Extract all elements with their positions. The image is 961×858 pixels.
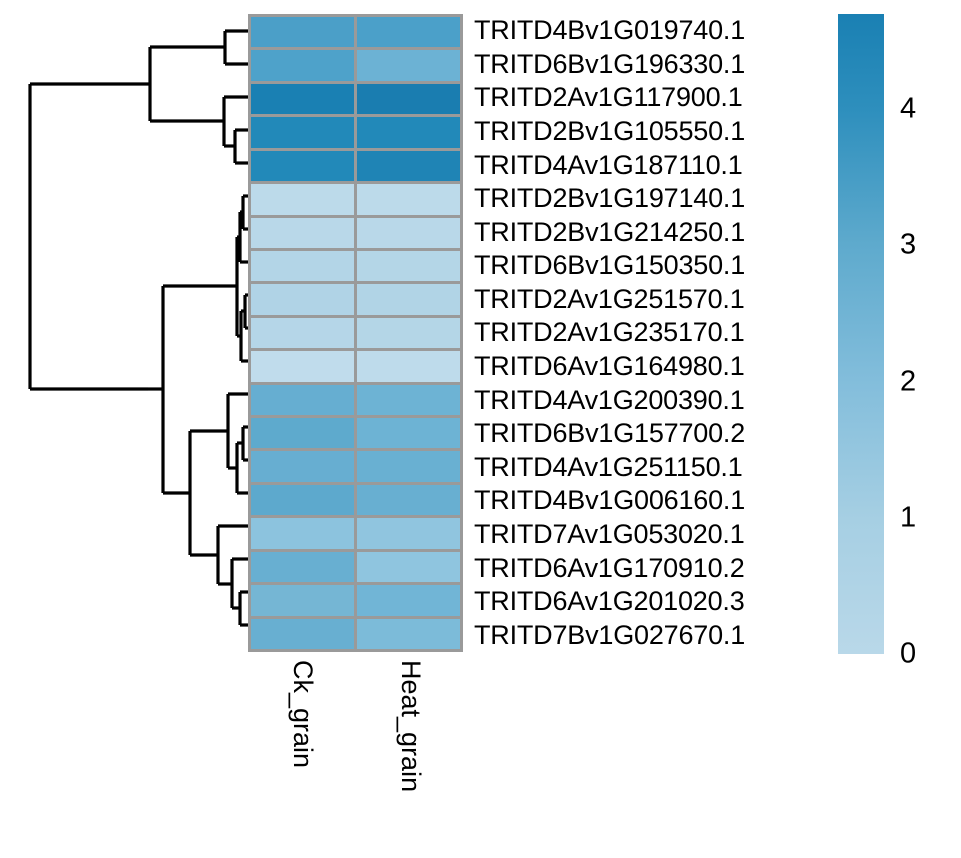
heatmap-cell — [251, 117, 354, 148]
row-label: TRITD7Av1G053020.1 — [474, 518, 745, 549]
row-label: TRITD6Av1G170910.2 — [474, 552, 745, 583]
column-label-heat-grain: Heat_grain — [396, 660, 426, 793]
row-label: TRITD2Bv1G105550.1 — [474, 116, 746, 147]
heatmap-cell — [357, 551, 460, 583]
colorbar-gradient — [838, 14, 884, 654]
row-label: TRITD6Bv1G157700.2 — [474, 418, 746, 449]
heatmap-grid — [248, 14, 463, 652]
heatmap-cell — [357, 83, 460, 115]
row-label: TRITD6Av1G164980.1 — [474, 351, 745, 382]
heatmap-cell — [357, 518, 460, 549]
heatmap-cell — [251, 17, 354, 48]
heatmap-cell — [357, 585, 460, 616]
row-label: TRITD6Bv1G196330.1 — [474, 48, 746, 79]
heatmap-cell — [251, 585, 354, 616]
colorbar: 0 1 2 3 4 — [838, 14, 958, 668]
heatmap-cell — [251, 384, 354, 416]
heatmap-cell — [357, 384, 460, 416]
colorbar-tick-2: 2 — [900, 365, 917, 398]
heatmap-cell — [251, 451, 354, 482]
row-label: TRITD4Bv1G006160.1 — [474, 485, 746, 516]
row-label: TRITD4Av1G200390.1 — [474, 384, 745, 415]
heatmap-cell — [251, 150, 354, 182]
heatmap-cell — [357, 150, 460, 182]
row-dendrogram — [28, 29, 248, 627]
heatmap-cell — [357, 451, 460, 482]
row-label: TRITD4Av1G251150.1 — [474, 451, 743, 482]
heatmap-cell — [357, 117, 460, 148]
heatmap-cell — [357, 217, 460, 248]
heatmap-cell — [357, 418, 460, 449]
row-label: TRITD2Bv1G214250.1 — [474, 216, 746, 247]
column-label-ck-grain: Ck_grain — [288, 660, 318, 769]
row-label: TRITD2Av1G235170.1 — [474, 317, 745, 348]
heatmap-cell — [357, 284, 460, 315]
heatmap-cell — [251, 250, 354, 282]
heatmap-cell — [357, 184, 460, 215]
row-label: TRITD2Bv1G197140.1 — [474, 183, 746, 214]
heatmap-cell — [251, 484, 354, 516]
colorbar-tick-4: 4 — [900, 92, 917, 125]
heatmap-cell — [357, 618, 460, 649]
colorbar-tick-0: 0 — [900, 637, 917, 670]
heatmap-cell — [251, 83, 354, 115]
heatmap-cell — [251, 317, 354, 349]
heatmap-cell — [357, 17, 460, 48]
heatmap-cell — [357, 351, 460, 382]
heatmap-cell — [251, 184, 354, 215]
heatmap-cell — [251, 50, 354, 81]
heatmap-cell — [251, 551, 354, 583]
column-label-list: Ck_grain Heat_grain — [248, 652, 463, 852]
colorbar-tick-1: 1 — [900, 501, 917, 534]
heatmap-cell — [251, 351, 354, 382]
colorbar-tick-3: 3 — [900, 228, 917, 261]
heatmap-cell — [357, 50, 460, 81]
row-label: TRITD2Av1G251570.1 — [474, 283, 745, 314]
dendrogram-branches — [28, 29, 248, 627]
row-label: TRITD6Av1G201020.3 — [474, 586, 745, 617]
row-label: TRITD6Bv1G150350.1 — [474, 250, 746, 281]
row-label: TRITD2Av1G117900.1 — [474, 82, 743, 113]
heatmap-cell — [357, 250, 460, 282]
heatmap-cell — [251, 284, 354, 315]
row-label: TRITD4Av1G187110.1 — [474, 149, 743, 180]
heatmap-cell — [357, 317, 460, 349]
heatmap-cell — [251, 518, 354, 549]
row-label: TRITD7Bv1G027670.1 — [474, 619, 746, 650]
heatmap-cell — [251, 418, 354, 449]
row-label: TRITD4Bv1G019740.1 — [474, 15, 746, 46]
heatmap-cell — [357, 484, 460, 516]
heatmap-cell — [251, 618, 354, 649]
heatmap-cell — [251, 217, 354, 248]
